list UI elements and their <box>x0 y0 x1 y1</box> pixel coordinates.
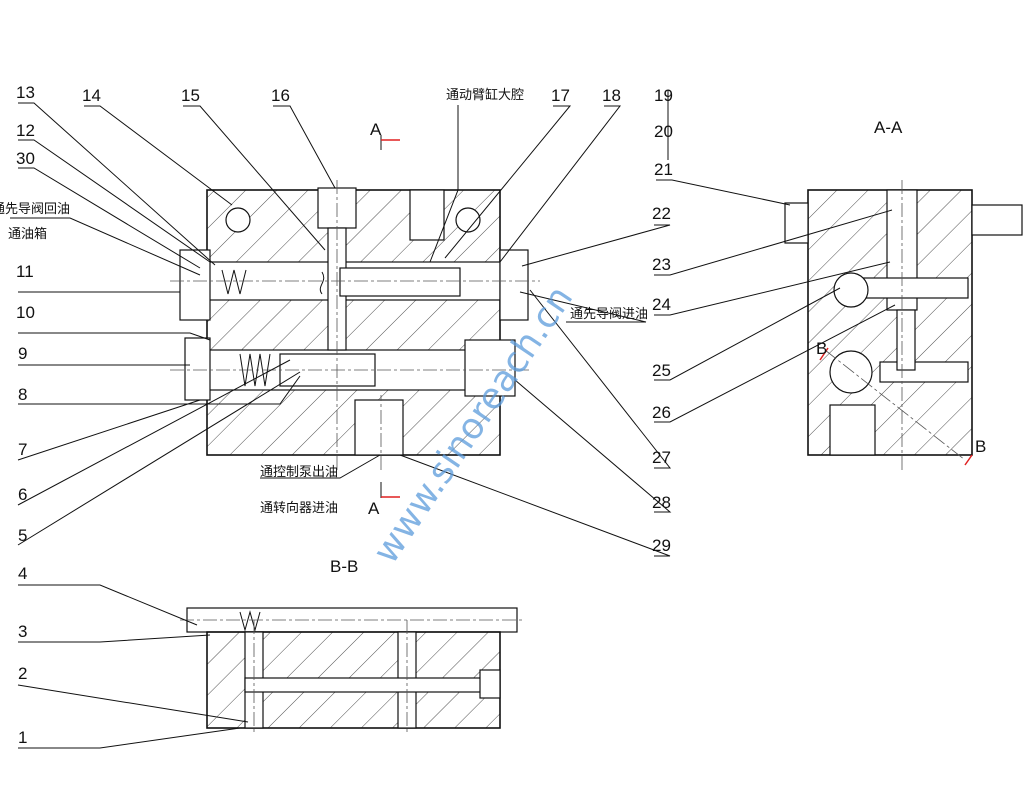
part-11: 11 <box>16 262 34 281</box>
part-29: 29 <box>652 536 671 555</box>
label-steering-inlet: 通转向器进油 <box>260 500 338 516</box>
part-6: 6 <box>18 485 27 504</box>
section-marker-a-top: A <box>370 120 382 139</box>
aa-port-upper <box>859 277 969 299</box>
spool <box>339 267 461 297</box>
part-28: 28 <box>652 493 671 512</box>
part-18: 18 <box>602 86 621 105</box>
section-bb-title: B-B <box>330 557 358 576</box>
label-tank: 通油箱 <box>8 226 47 242</box>
lower-left-plug <box>184 337 211 401</box>
part-1: 1 <box>18 728 27 747</box>
label-pilot-return: 通先导阀回油 <box>0 202 70 217</box>
part-23: 23 <box>652 255 671 274</box>
part-19: 19 <box>654 86 673 105</box>
part-30: 30 <box>16 149 35 168</box>
part-17: 17 <box>551 86 570 105</box>
aa-port-lower <box>879 361 969 383</box>
part-3: 3 <box>18 622 27 641</box>
label-boom-cylinder: 通动臂缸大腔 <box>446 87 524 103</box>
section-marker-b-left: B <box>816 339 827 358</box>
part-9: 9 <box>18 344 27 363</box>
side-plug-21 <box>784 202 809 244</box>
spring-upper <box>221 269 325 295</box>
part-24: 24 <box>652 295 671 314</box>
part-20: 20 <box>654 122 673 141</box>
section-marker-b-right: B <box>975 437 986 456</box>
part-7: 7 <box>18 440 27 459</box>
part-4: 4 <box>18 564 27 583</box>
bolt-hole-left <box>225 207 251 233</box>
part-numbers: 13 14 15 16 17 18 19 20 21 22 23 24 25 2… <box>16 83 673 747</box>
view-labels: A-A B-B A A B B <box>330 118 986 576</box>
label-control-pump: 通控制泵出油 <box>260 465 338 480</box>
leader-lines <box>10 90 896 749</box>
aa-bottom-port <box>829 404 876 456</box>
aa-ball <box>833 272 869 308</box>
lower-right-plug <box>464 339 516 397</box>
right-plug <box>499 249 529 321</box>
part-14: 14 <box>82 86 101 105</box>
aa-cross-bore <box>829 350 873 394</box>
part-8: 8 <box>18 385 27 404</box>
part-10: 10 <box>16 303 35 322</box>
part-22: 22 <box>652 204 671 223</box>
part-16: 16 <box>271 86 290 105</box>
bolt-hole-right <box>455 207 481 233</box>
bb-plug <box>479 669 501 699</box>
part-5: 5 <box>18 526 27 545</box>
section-aa-view <box>784 180 1023 470</box>
part-25: 25 <box>652 361 671 380</box>
part-12: 12 <box>16 121 35 140</box>
part-21: 21 <box>654 160 673 179</box>
spring-lower <box>239 353 271 387</box>
bottom-port <box>354 399 404 456</box>
bb-spring <box>239 610 261 632</box>
bb-horizontal <box>244 677 486 693</box>
section-aa-title: A-A <box>874 118 903 137</box>
part-27: 27 <box>652 448 671 467</box>
front-view <box>170 135 540 498</box>
annotations: 通动臂缸大腔 通先导阀回油 通油箱 通先导阀进油 通控制泵出油 通转向器进油 <box>0 87 648 516</box>
aa-link <box>896 309 916 371</box>
top-port-17 <box>409 189 445 241</box>
part-2: 2 <box>18 664 27 683</box>
side-shaft <box>971 204 1023 236</box>
part-15: 15 <box>181 86 200 105</box>
part-26: 26 <box>652 403 671 422</box>
label-pilot-inlet: 通先导阀进油 <box>570 307 648 322</box>
section-marker-a-bottom: A <box>368 499 380 518</box>
section-bb-view <box>180 607 525 735</box>
part-13: 13 <box>16 83 35 102</box>
left-plug <box>179 249 211 321</box>
